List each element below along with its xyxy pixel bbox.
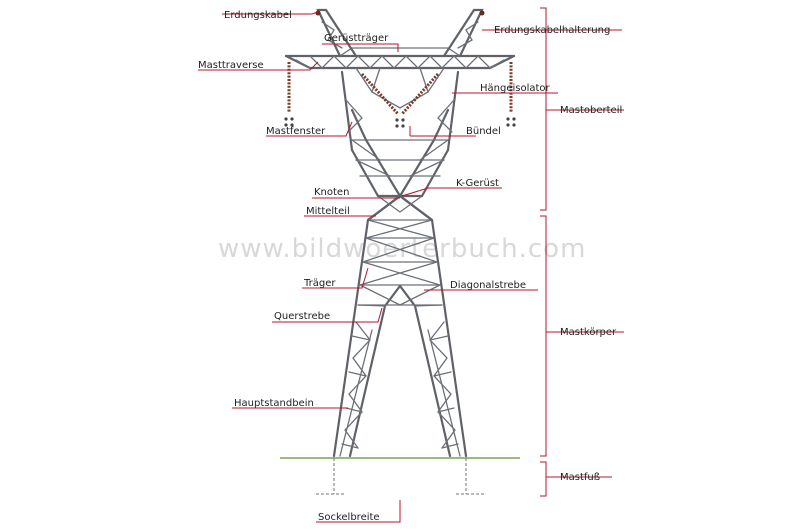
label-mastfuss: Mastfuß (560, 472, 600, 483)
label-k-geruest: K-Gerüst (456, 178, 499, 189)
footing-lines (316, 458, 486, 495)
leader-lines (198, 11, 622, 523)
label-diagonalstrebe: Diagonalstrebe (450, 280, 526, 291)
pylon-structure (284, 8, 516, 458)
label-querstrebe: Querstrebe (274, 311, 330, 322)
label-erdungskabel: Erdungskabel (224, 10, 292, 21)
conductor-bundles (284, 117, 516, 128)
label-mittelteil: Mittelteil (306, 206, 350, 217)
label-geruesttraeger: Gerüstträger (324, 33, 389, 44)
label-masttraverse: Masttraverse (198, 60, 264, 71)
label-mastoberteil: Mastoberteil (560, 105, 622, 116)
label-knoten: Knoten (314, 187, 349, 198)
earthwire-clamp-left (315, 10, 321, 16)
label-traeger: Träger (303, 278, 336, 289)
section-brackets (540, 7, 624, 497)
earthwire-clamp-right (479, 10, 485, 16)
label-erdungskabelhalterung: Erdungskabelhalterung (494, 25, 610, 36)
insulators (287, 62, 513, 116)
label-mastfenster: Mastfenster (266, 126, 326, 137)
label-hauptstandbein: Hauptstandbein (234, 398, 314, 409)
labels: Erdungskabel Gerüstträger Erdungskabelha… (198, 10, 622, 523)
label-mastkoerper: Mastkörper (560, 327, 617, 338)
label-buendel: Bündel (466, 126, 501, 137)
label-sockelbreite: Sockelbreite (318, 512, 380, 523)
label-haengeisolator: Hängeisolator (480, 83, 551, 94)
